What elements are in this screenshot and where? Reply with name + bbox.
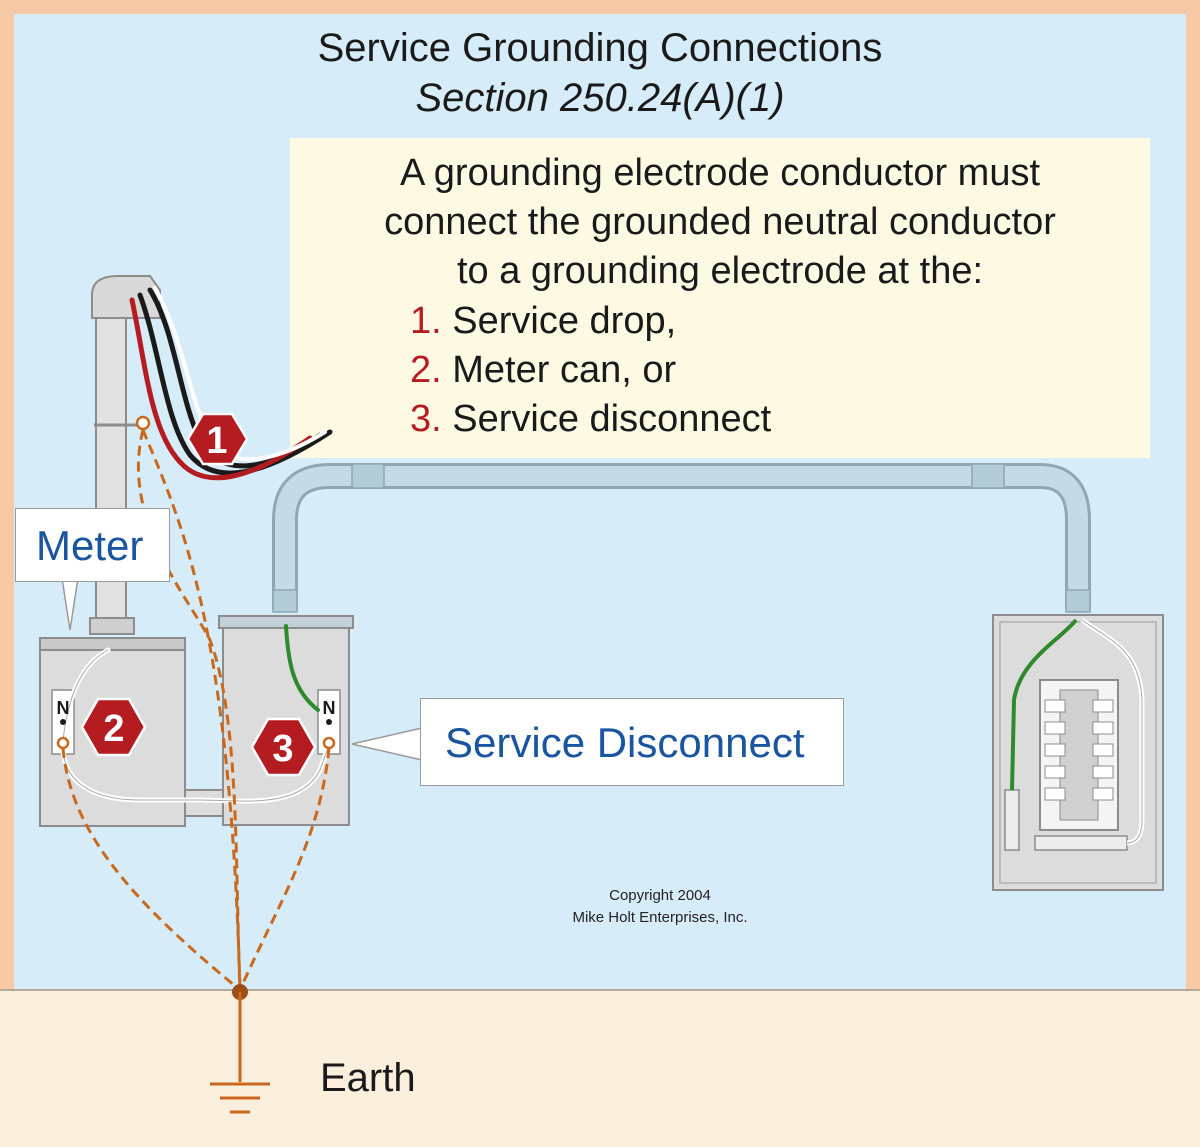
list-number: 3. bbox=[410, 398, 442, 440]
note-line: A grounding electrode conductor must bbox=[399, 152, 1041, 194]
diagram-subtitle: Section 250.24(A)(1) bbox=[415, 76, 785, 120]
list-item-meter-can: 2. Meter can, or bbox=[410, 349, 676, 392]
note-line: connect the grounded neutral conductor bbox=[384, 201, 1056, 243]
copyright-notice: Copyright 2004 Mike Holt Enterprises, In… bbox=[510, 885, 810, 929]
meter-callout: Meter bbox=[15, 508, 170, 582]
badge-service-drop: 1 bbox=[186, 412, 249, 466]
list-text: Service drop, bbox=[452, 300, 677, 342]
panelboard bbox=[992, 614, 1164, 891]
breakers bbox=[1044, 699, 1114, 801]
badge-meter-can: 2 bbox=[80, 697, 147, 757]
service-disconnect-label: Service Disconnect bbox=[445, 719, 805, 766]
note-line: to a grounding electrode at the: bbox=[456, 250, 984, 292]
ground-bar bbox=[1004, 789, 1020, 851]
disconnect-callout-pointer bbox=[351, 727, 423, 761]
meter-neutral-letter: N bbox=[57, 698, 70, 718]
list-number: 1. bbox=[410, 300, 442, 342]
list-item-service-disconnect: 3. Service disconnect bbox=[410, 398, 771, 441]
service-disconnect-callout: Service Disconnect bbox=[420, 698, 844, 786]
list-number: 2. bbox=[410, 349, 442, 391]
conduit-run bbox=[272, 463, 1091, 613]
neutral-markers: N N bbox=[57, 415, 336, 750]
meter-callout-pointer bbox=[61, 577, 79, 631]
copyright-line: Copyright 2004 bbox=[609, 887, 711, 904]
list-item-service-drop: 1. Service drop, bbox=[410, 300, 676, 343]
disconnect-neutral-letter: N bbox=[323, 698, 336, 718]
earth-label: Earth bbox=[320, 1056, 416, 1100]
neutral-bar bbox=[1034, 835, 1128, 851]
copyright-line: Mike Holt Enterprises, Inc. bbox=[572, 909, 748, 926]
badge-service-disconnect: 3 bbox=[250, 717, 317, 777]
diagram-title: Service Grounding Connections bbox=[317, 26, 883, 70]
badge-number: 1 bbox=[206, 420, 227, 462]
earth-ground bbox=[0, 989, 1200, 1147]
meter-label: Meter bbox=[36, 522, 144, 569]
meter-hub bbox=[89, 617, 135, 635]
badge-number: 2 bbox=[103, 708, 124, 750]
connecting-nipple bbox=[184, 789, 224, 817]
weatherhead bbox=[91, 275, 161, 319]
list-text: Meter can, or bbox=[452, 349, 677, 391]
explanation-box: A grounding electrode conductor must con… bbox=[290, 138, 1150, 458]
list-text: Service disconnect bbox=[452, 398, 772, 440]
interior-conductors bbox=[60, 624, 333, 804]
badge-number: 3 bbox=[272, 728, 293, 770]
grounding-electrode bbox=[210, 984, 270, 1114]
